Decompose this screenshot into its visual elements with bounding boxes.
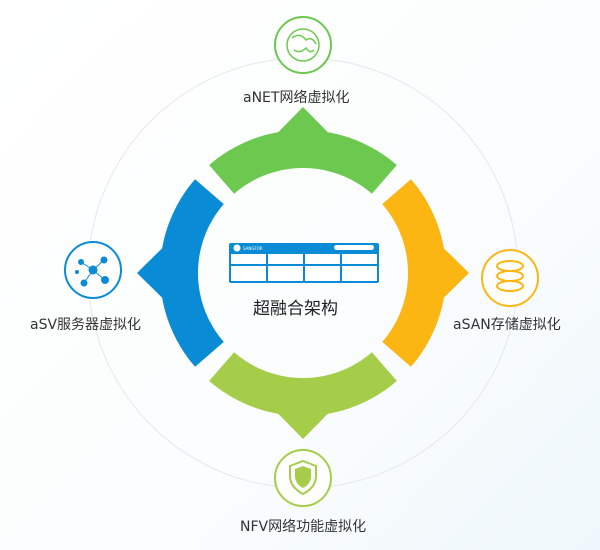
globe-icon: [274, 16, 332, 74]
storage-disks-icon: [481, 249, 539, 307]
label-nfv: NFV网络功能虚拟化: [240, 519, 367, 535]
shield-icon: [274, 449, 332, 507]
server-network-icon: [64, 241, 122, 299]
segment-asan: [382, 179, 469, 367]
segment-asv: [137, 179, 224, 367]
label-anet: aNET网络虚拟化: [243, 90, 350, 106]
ring-segments: [137, 107, 469, 439]
label-asan: aSAN存储虚拟化: [453, 317, 561, 333]
logo-text: SANGFOR: [243, 246, 263, 251]
segment-nfv: [209, 352, 397, 439]
server-panel-icon: [229, 243, 379, 283]
center-title: 超融合架构: [253, 299, 338, 319]
label-asv: aSV服务器虚拟化: [30, 317, 142, 333]
segment-anet: [209, 107, 397, 194]
